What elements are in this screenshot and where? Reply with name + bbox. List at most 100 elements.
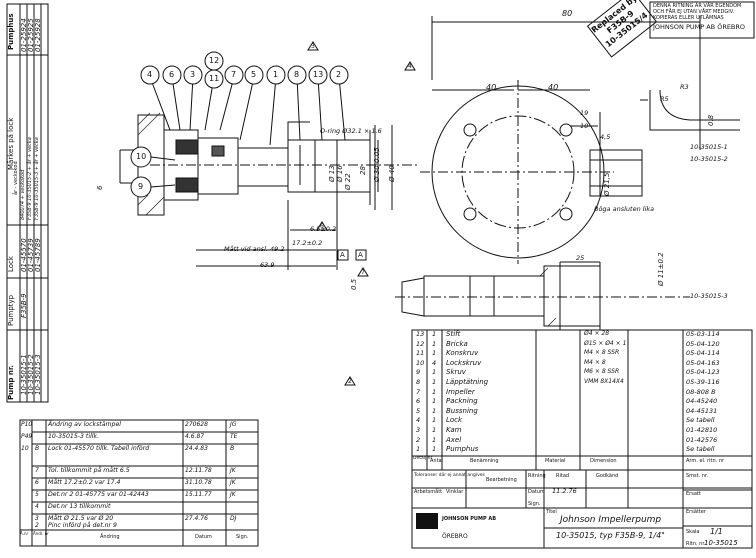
parts-cell: 4: [432, 358, 437, 367]
dim-oring: O-ring Ø32.1 × 1.6: [320, 127, 382, 135]
triangle-mark: 7: [361, 269, 365, 276]
parts-header: Detalj nr: [413, 456, 433, 461]
revision-cell: JG: [230, 421, 237, 428]
parts-cell: Se tabell: [686, 445, 715, 454]
parts-cell: 7: [416, 387, 421, 396]
parts-cell: Skruv: [446, 368, 466, 377]
dim-28: 28: [359, 166, 367, 175]
balloon-number: 3: [190, 70, 196, 79]
parts-cell: Se tabell: [686, 416, 715, 425]
tb-datum: Datum: [528, 489, 545, 495]
variant-header-pump-nr: Pump nr.: [7, 365, 15, 400]
dim-6: 6: [96, 185, 104, 190]
triangle-mark: 2: [348, 378, 352, 385]
parts-cell: 05-04-163: [686, 358, 720, 367]
parts-cell: 10: [416, 358, 425, 367]
balloon-number: 1: [273, 70, 279, 79]
parts-cell: Packning: [446, 397, 478, 406]
dim-63-9: 63.9: [260, 261, 275, 269]
parts-cell: VMM 8X14X4: [584, 378, 624, 385]
drawing-number: 10-35015, typ F35B-9, 1/4": [556, 531, 665, 540]
parts-cell: Lockskruv: [446, 358, 482, 367]
dim-dia-22: Ø 22: [344, 173, 352, 190]
revision-cell: 3: [35, 515, 39, 522]
parts-cell: 2: [416, 435, 421, 444]
tb-tolerances: Toleranser där ej annat angives: [414, 473, 485, 478]
revision-cell: TE: [230, 433, 238, 440]
parts-cell: Bussning: [446, 406, 478, 415]
revision-cell: 270628: [185, 421, 208, 428]
revision-cell: P10: [21, 421, 33, 428]
dim-dia-30: Ø 30-0.05: [373, 147, 381, 182]
rev-header: Datum: [195, 534, 212, 540]
parts-cell: Axel: [446, 435, 462, 444]
dim-0-8: 0.8: [707, 114, 715, 126]
balloon-number: 11: [209, 74, 220, 83]
parts-header: Dimension: [590, 458, 617, 464]
balloon-number: 13: [313, 70, 324, 79]
tb-bearbetning: Bearbetning: [486, 477, 517, 483]
revision-cell: 15.11.77: [185, 491, 212, 498]
parts-cell: 05-04-123: [686, 368, 720, 377]
tb-sign: Sign.: [528, 501, 541, 507]
tb-titel: Titel: [546, 509, 557, 515]
parts-header: Antal: [430, 458, 444, 464]
revision-cell: 5: [35, 491, 39, 498]
parts-cell: 6: [416, 397, 421, 406]
revision-cell: 24.4.83: [185, 445, 208, 452]
company-logo-text: JOHNSON PUMP AB: [442, 516, 497, 522]
revision-cell: Ändring av lockstämpel: [48, 421, 121, 428]
parts-cell: 05-04-114: [686, 349, 720, 358]
tb-arbetsmatt: Arbetsmått: [414, 489, 443, 495]
notice-line: DENNA RITNING ÄR VÅR EGENDOM: [653, 3, 742, 9]
dim-boja: Böga ansluten lika: [594, 205, 655, 213]
tb-scale-value: 1/1: [710, 527, 723, 536]
parts-cell: 3: [416, 426, 421, 434]
dim-dia-16: Ø 16: [336, 165, 344, 182]
parts-cell: M6 × 8 SSR: [584, 368, 620, 376]
rev-header: Ä.nr: [20, 531, 29, 536]
parts-cell: Pumphus: [446, 445, 479, 454]
tb-skala: Skala: [686, 529, 700, 535]
tb-date-value: 11.2.76: [552, 487, 577, 495]
parts-cell: 04-45240: [686, 397, 718, 406]
variant-cell: 01-25928: [34, 18, 42, 52]
notice-line: OCH FÅR EJ UTAN VÅRT MEDGIV.: [653, 9, 735, 15]
dim-17-2: 17.2±0.2: [292, 239, 323, 247]
parts-cell: 01-42576: [686, 435, 718, 444]
parts-cell: 11: [416, 349, 425, 358]
parts-cell: M4 × 8: [584, 358, 606, 366]
box-marker: A: [340, 251, 345, 259]
revision-cell: Det.nr 2 01-45775 var 01-42443: [48, 491, 149, 498]
parts-cell: 4: [416, 416, 421, 425]
parts-cell: 1: [432, 330, 437, 338]
parts-cell: 13: [416, 330, 425, 338]
dim-6-5: 6.5±0.2: [310, 225, 337, 233]
ref-10-35015-3: 10-35015-3: [690, 292, 728, 300]
tb-ritning: Ritning: [528, 473, 546, 479]
rev-header: Ändr. nr: [33, 531, 49, 536]
parts-cell: 08-808 B: [686, 387, 716, 396]
parts-cell: 1: [432, 378, 437, 386]
variant-header-pumphus: Pumphus: [7, 13, 15, 50]
parts-cell: 05-39-116: [686, 378, 720, 386]
dim-10: 10: [580, 122, 589, 130]
balloon-number: 2: [336, 70, 342, 79]
triangle-mark: 4: [408, 63, 412, 70]
dim-dia-13: Ø 13: [328, 165, 336, 182]
dim-40-right: 40: [548, 83, 559, 92]
parts-cell: 1: [416, 445, 421, 454]
tb-godkand: Godkänd: [596, 473, 619, 479]
revision-cell: 2: [35, 522, 39, 529]
parts-cell: Bricka: [446, 339, 468, 348]
variant-cell: 01-45789: [34, 238, 42, 272]
parts-cell: 05-03-114: [686, 330, 720, 338]
triangle-mark: 3: [311, 43, 315, 50]
notice-box: DENNA RITNING ÄR VÅR EGENDOM OCH FÅR EJ …: [653, 4, 745, 31]
dim-dia-21-5: Ø 21,5: [603, 172, 611, 196]
rev-header: Sign.: [236, 534, 249, 540]
balloon-number: 7: [231, 70, 237, 79]
revision-cell: B: [35, 445, 40, 452]
